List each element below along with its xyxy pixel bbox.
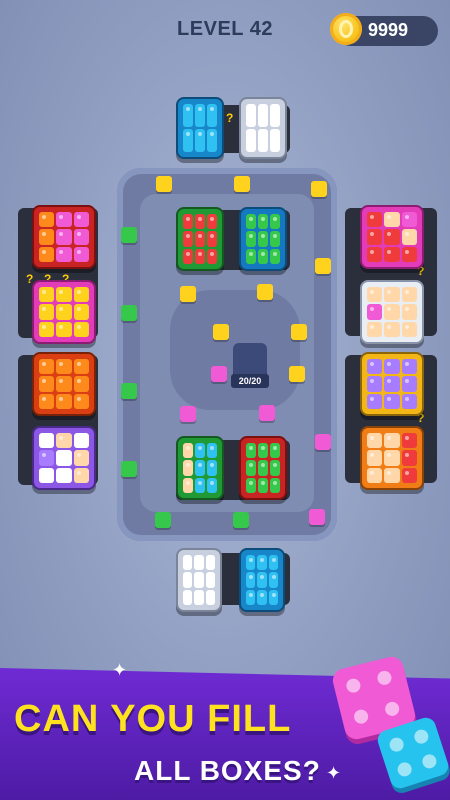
brick-green [233, 512, 249, 528]
brick-yellow [315, 258, 331, 274]
box-blue-center[interactable] [176, 436, 224, 500]
brick-yellow [180, 286, 196, 302]
box-peach-right[interactable] [360, 280, 424, 344]
brick-yellow [156, 176, 172, 192]
sparkle-icon: ✦ [326, 763, 342, 783]
brick-green [155, 512, 171, 528]
box-blue-bottom[interactable] [239, 548, 285, 612]
box-green-center[interactable] [239, 207, 287, 271]
brick-yellow [257, 284, 273, 300]
brick-magenta [211, 366, 227, 382]
brick-magenta [315, 434, 331, 450]
sparkle-icon: ✦ [112, 660, 128, 680]
box-magenta-left[interactable] [32, 205, 96, 269]
box-white-bottom[interactable] [176, 548, 222, 612]
hub-counter: 20/20 [231, 374, 269, 388]
brick-yellow [311, 181, 327, 197]
brick-green [121, 461, 137, 477]
collector-hub[interactable] [233, 343, 267, 377]
box-white-top[interactable] [239, 97, 287, 159]
box-peach-right-2[interactable] [360, 426, 424, 490]
box-red-right[interactable] [360, 205, 424, 269]
coin-count: 9999 [368, 20, 409, 40]
brick-green [121, 227, 137, 243]
banner-headline: CAN YOU FILL [14, 698, 292, 740]
brick-yellow [234, 176, 250, 192]
box-orange-left[interactable] [32, 352, 96, 416]
box-yellow-left[interactable] [32, 280, 96, 344]
box-purple-right[interactable] [360, 352, 424, 416]
level-label: LEVEL 42 [177, 18, 273, 40]
brick-yellow [213, 324, 229, 340]
box-blue-top[interactable] [176, 97, 224, 159]
brick-green [121, 305, 137, 321]
box-white-left[interactable] [32, 426, 96, 490]
brick-magenta [259, 405, 275, 421]
box-green-center-2[interactable] [239, 436, 287, 500]
brick-yellow [291, 324, 307, 340]
brick-magenta [180, 406, 196, 422]
banner-subheadline: ALL BOXES? [134, 755, 321, 786]
brick-magenta [309, 509, 325, 525]
box-red-center[interactable] [176, 207, 224, 271]
brick-yellow [289, 366, 305, 382]
brick-green [121, 383, 137, 399]
coin-icon [330, 13, 362, 45]
